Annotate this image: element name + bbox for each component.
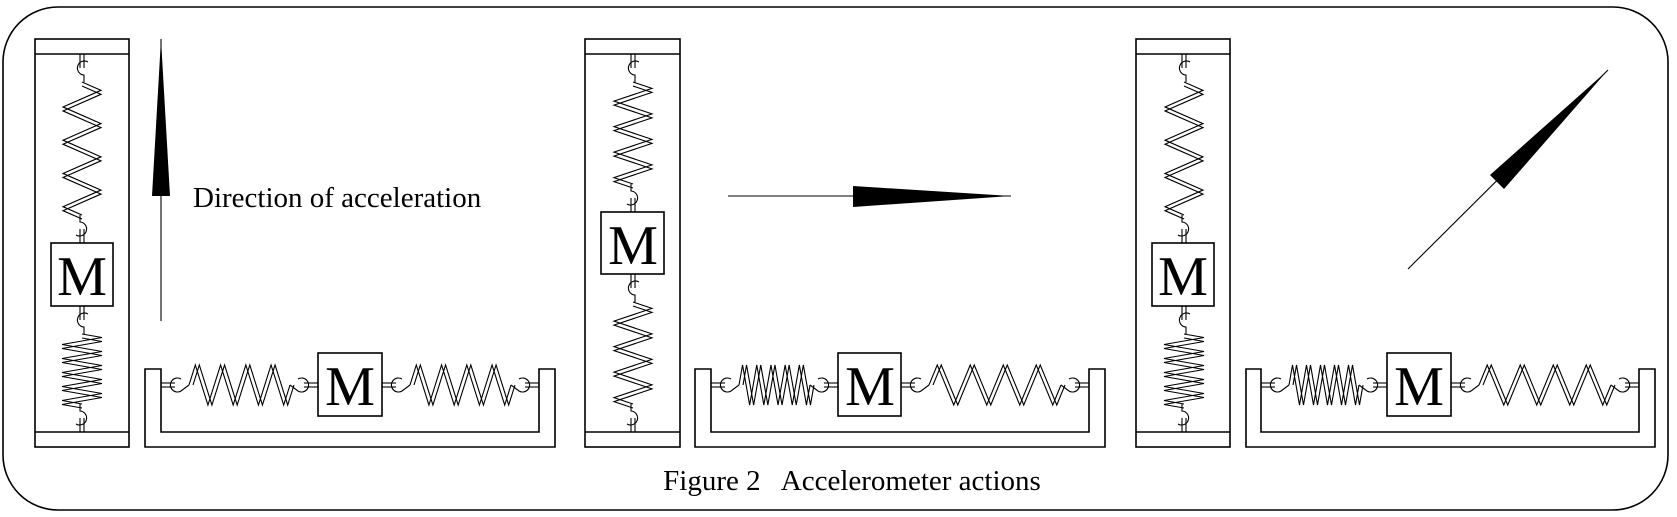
mass-label: M bbox=[325, 356, 375, 418]
spring-neutral bbox=[612, 274, 654, 432]
mass-block: M bbox=[837, 352, 902, 418]
mass-label: M bbox=[1158, 246, 1208, 308]
spring-extended bbox=[901, 363, 1089, 407]
mass-block: M bbox=[1386, 352, 1452, 418]
panel-upward-acceleration: M Direction of acceleration M bbox=[34, 38, 556, 448]
spring-neutral bbox=[161, 363, 318, 407]
outer-frame bbox=[2, 6, 1669, 511]
arrow-right-icon bbox=[728, 186, 1011, 207]
spring-compressed bbox=[1261, 364, 1387, 406]
spring-neutral bbox=[612, 54, 654, 212]
panel-diagonal-acceleration: M M bbox=[1135, 38, 1656, 448]
mass-label: M bbox=[608, 215, 658, 277]
panel-rightward-acceleration: M M bbox=[584, 38, 1106, 448]
spring-compressed bbox=[711, 364, 838, 406]
vertical-housing bbox=[584, 38, 681, 448]
spring-extended bbox=[61, 54, 103, 243]
arrow-up-icon bbox=[152, 39, 170, 321]
mass-block: M bbox=[317, 352, 383, 418]
mass-block: M bbox=[600, 211, 665, 277]
horizontal-housing bbox=[1245, 368, 1656, 448]
spring-compressed bbox=[61, 306, 103, 432]
mass-block: M bbox=[1151, 242, 1215, 308]
spring-extended bbox=[1451, 363, 1639, 407]
vertical-housing bbox=[1135, 38, 1231, 448]
spring-compressed bbox=[1163, 306, 1205, 432]
direction-label: Direction of acceleration bbox=[193, 182, 482, 214]
mass-block: M bbox=[50, 242, 114, 308]
mass-label: M bbox=[845, 356, 895, 418]
spring-extended bbox=[1163, 54, 1205, 243]
mass-label: M bbox=[57, 246, 107, 308]
horizontal-housing bbox=[694, 368, 1106, 448]
spring-neutral bbox=[382, 363, 539, 407]
mass-label: M bbox=[1394, 356, 1444, 418]
figure-caption: Figure 2 Accelerometer actions bbox=[663, 465, 1041, 497]
arrow-diagonal-icon bbox=[1407, 69, 1609, 270]
horizontal-housing bbox=[144, 368, 556, 448]
vertical-housing bbox=[34, 38, 130, 448]
